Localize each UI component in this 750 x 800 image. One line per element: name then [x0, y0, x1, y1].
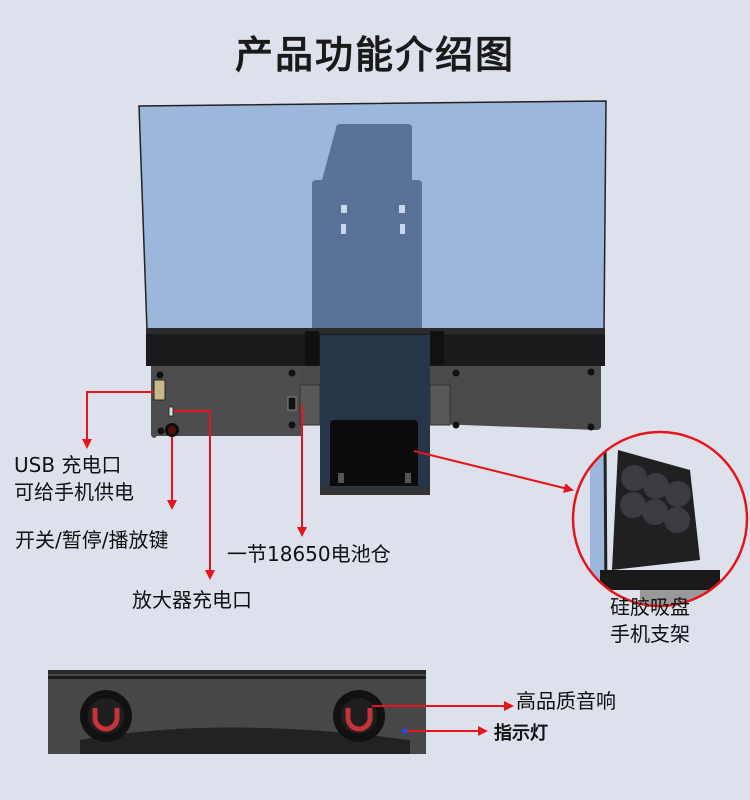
battery-compartment-label: 一节18650电池仓 — [227, 542, 391, 566]
speaker-left — [80, 690, 132, 742]
speaker-right — [333, 690, 385, 742]
holder-label-line1: 硅胶吸盘 — [610, 595, 690, 619]
usb-port-label: USB 充电口 可给手机供电 — [14, 452, 134, 506]
holder-label-line2: 手机支架 — [610, 622, 690, 646]
indicator-led — [402, 728, 408, 734]
speaker-bar — [48, 670, 426, 754]
charge-port-label: 放大器充电口 — [132, 588, 252, 612]
switch-button-label: 开关/暂停/播放键 — [15, 528, 169, 552]
page-title: 产品功能介绍图 — [234, 33, 515, 77]
indicator-label: 指示灯 — [494, 723, 548, 744]
stand-leg — [320, 335, 430, 495]
phone-holder-label: 硅胶吸盘 手机支架 — [600, 594, 700, 648]
magnifier-screen — [138, 100, 607, 334]
speaker-label: 高品质音响 — [516, 689, 616, 713]
callout-arrows — [82, 391, 574, 736]
usb-label-line2: 可给手机供电 — [14, 480, 134, 504]
holder-detail-circle — [571, 430, 749, 608]
usb-label-line1: USB 充电口 — [14, 453, 122, 477]
